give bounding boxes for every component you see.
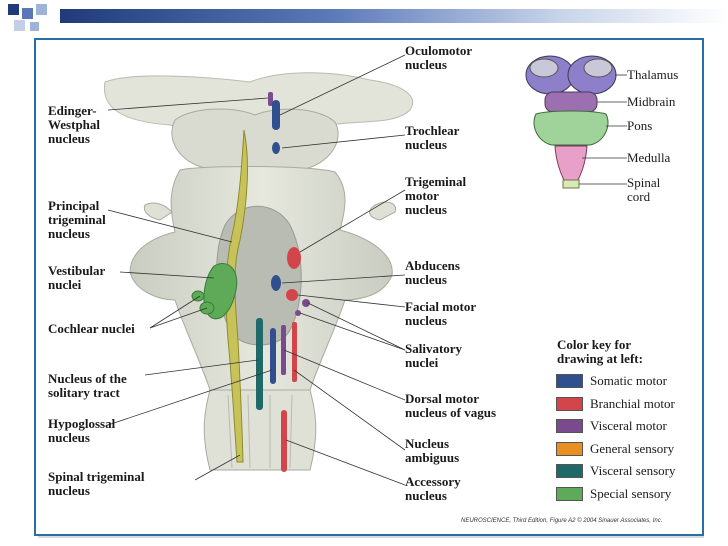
abducens-nucleus-shape (271, 275, 281, 291)
color-key-label: Branchial motor (590, 395, 675, 411)
hypoglossal-nucleus-shape (270, 328, 276, 384)
ref-label-thalamus: Thalamus (627, 67, 679, 82)
title-bar-gradient (60, 9, 728, 23)
nerve-stub (143, 202, 173, 221)
accessory-nucleus-shape (281, 410, 287, 472)
label-vestibular-nuclei: Vestibular nuclei (48, 263, 106, 292)
color-key-item: Branchial motor (556, 395, 675, 411)
ref-leader-lines (579, 74, 627, 185)
ref-spinal-cord (562, 179, 580, 189)
solitary-tract-shape (256, 318, 263, 410)
label-spinal-trigeminal-nucleus: Spinal trigeminal nucleus (48, 469, 145, 498)
label-cochlear-nuclei: Cochlear nuclei (48, 321, 135, 336)
color-key-item: Visceral sensory (556, 463, 676, 478)
label-trigeminal-motor-nucleus: Trigeminal motor nucleus (405, 174, 467, 217)
color-key-item: Special sensory (556, 485, 672, 501)
color-key-title: Color key for drawing at left: (557, 337, 643, 366)
color-key-item: Visceral motor (556, 418, 667, 433)
color-key-label: Special sensory (590, 485, 672, 501)
color-key-label: Somatic motor (590, 373, 667, 388)
reference-brain (525, 55, 617, 189)
cochlear-nuclei-shape (191, 290, 205, 302)
label-principal-trigeminal-nucleus: Principal trigeminal nucleus (48, 198, 106, 241)
ref-label-medulla: Medulla (627, 150, 671, 165)
label-abducens-nucleus: Abducens nucleus (405, 258, 460, 287)
figure-credit: NEUROSCIENCE, Third Edition, Figure A2 ©… (461, 518, 663, 524)
label-nucleus-ambiguus: Nucleus ambiguus (405, 436, 460, 465)
oculomotor-nucleus-shape (272, 100, 280, 130)
color-swatch (556, 396, 583, 411)
ref-pons (533, 110, 609, 146)
decor-square (22, 8, 33, 19)
label-facial-motor-nucleus: Facial motor nucleus (405, 299, 477, 328)
principal-trigeminal-nucleus-shape (225, 129, 248, 463)
edinger-westphal-nucleus-shape (268, 92, 273, 106)
color-key-label: General sensory (590, 440, 675, 456)
salivatory-nucleus-shape (295, 310, 301, 316)
decor-square (30, 22, 39, 31)
color-key-label: Visceral motor (590, 418, 667, 433)
color-swatch (556, 419, 583, 433)
ref-label-spinal-cord: Spinal cord (627, 175, 661, 204)
ref-medulla (554, 145, 588, 181)
nucleus-ambiguus-shape (292, 322, 297, 382)
leader-lines (107, 54, 406, 486)
label-accessory-nucleus: Accessory nucleus (405, 474, 461, 503)
label-edinger-westphal-nucleus: Edinger- Westphal nucleus (48, 103, 101, 146)
decor-square (8, 4, 19, 15)
color-swatch (556, 486, 583, 501)
midbrain-region (171, 108, 339, 172)
label-solitary-tract-nucleus: Nucleus of the solitary tract (48, 371, 127, 400)
salivatory-nucleus-shape (302, 299, 310, 307)
trochlear-nucleus-shape (272, 142, 280, 154)
color-swatch (556, 374, 583, 388)
decor-square (14, 20, 25, 31)
color-key-item: General sensory (556, 440, 675, 456)
decor-square (36, 4, 47, 15)
nerve-stub (369, 201, 397, 221)
medulla-region (203, 389, 317, 471)
label-dorsal-motor-nucleus-vagus: Dorsal motor nucleus of vagus (405, 391, 497, 420)
trigeminal-motor-nucleus-shape (287, 247, 301, 269)
label-trochlear-nucleus: Trochlear nucleus (405, 123, 460, 152)
label-salivatory-nuclei: Salivatory nuclei (405, 341, 463, 370)
color-swatch (556, 441, 583, 456)
label-oculomotor-nucleus: Oculomotor nucleus (405, 43, 473, 72)
color-key-label: Visceral sensory (590, 463, 676, 478)
dorsal-motor-vagus-shape (281, 325, 286, 375)
ref-label-pons: Pons (627, 118, 653, 133)
ref-midbrain (544, 91, 598, 113)
color-swatch (556, 464, 583, 478)
ref-label-midbrain: Midbrain (627, 94, 676, 109)
color-key-item: Somatic motor (556, 373, 667, 388)
facial-motor-nucleus-shape (286, 289, 298, 301)
label-hypoglossal-nucleus: Hypoglossal nucleus (48, 416, 116, 445)
